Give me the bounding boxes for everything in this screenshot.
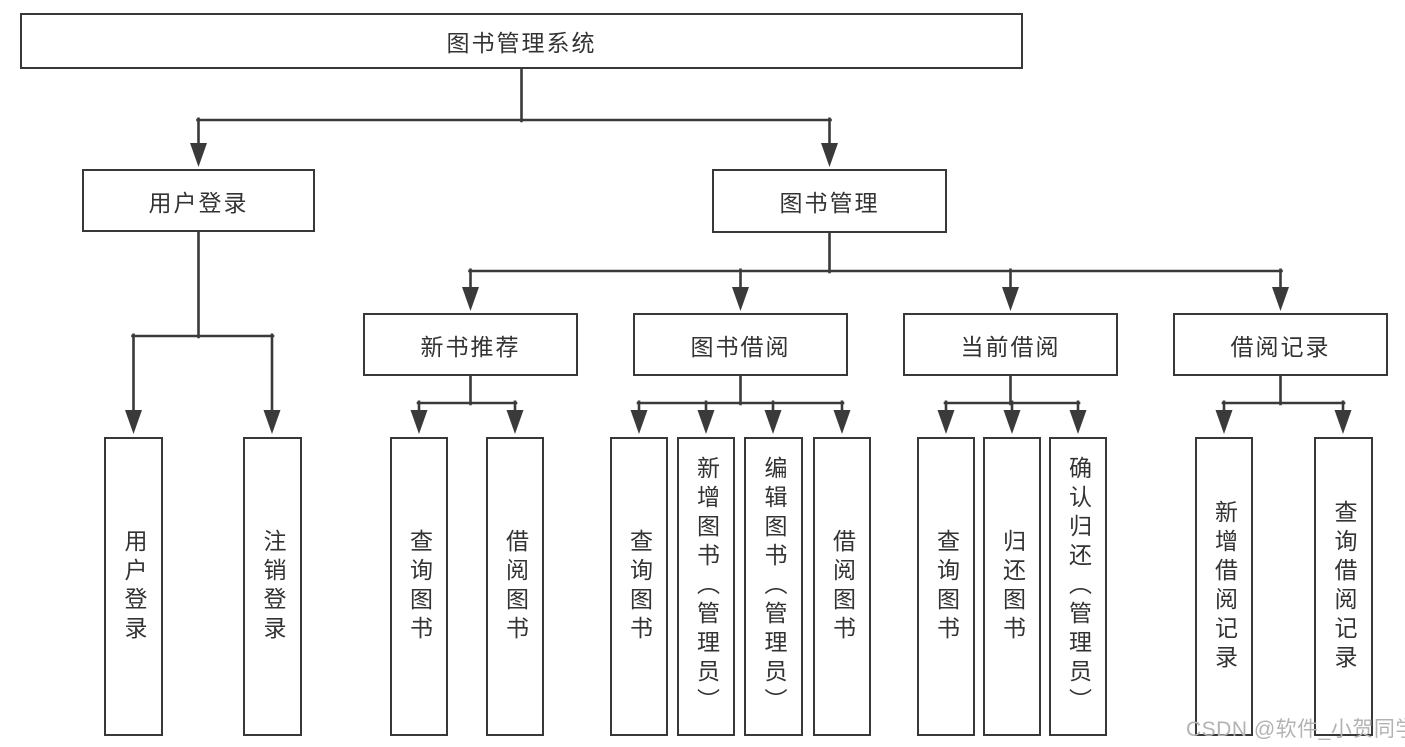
leaf-borrow-books-recommend: 借阅图书	[486, 437, 544, 736]
leaf-return-books: 归还图书	[983, 437, 1041, 736]
connector-root-to-level2	[190, 67, 838, 167]
node-new-book-recommend: 新书推荐	[363, 313, 578, 376]
node-label: 借阅图书	[502, 528, 529, 645]
connector-user-login-to-leaves	[125, 230, 281, 434]
connector-level3-to-leaves	[410, 374, 1352, 434]
node-label: 图书管理	[779, 190, 880, 216]
node-book-management: 图书管理	[712, 169, 947, 233]
node-label: 当前借阅	[960, 333, 1061, 360]
node-label: 借阅图书	[829, 528, 856, 645]
leaf-query-books-current: 查询图书	[917, 437, 975, 736]
node-label: 新增图书（管理员）	[693, 456, 720, 717]
leaf-add-books-admin: 新增图书（管理员）	[677, 437, 735, 736]
node-label: 查询图书	[626, 528, 653, 645]
leaf-query-books-borrowing: 查询图书	[610, 437, 668, 736]
node-label: 图书借阅	[690, 333, 791, 360]
node-user-login: 用户登录	[82, 169, 315, 232]
leaf-edit-books-admin: 编辑图书（管理员）	[744, 437, 803, 736]
node-label: 借阅记录	[1230, 333, 1331, 360]
node-label: 归还图书	[999, 528, 1026, 645]
node-label: 确认归还（管理员）	[1065, 456, 1092, 717]
leaf-confirm-return-admin: 确认归还（管理员）	[1049, 437, 1107, 736]
node-label: 用户登录	[148, 189, 249, 216]
leaf-add-borrow-record: 新增借阅记录	[1195, 437, 1253, 736]
node-label: 新书推荐	[420, 333, 521, 360]
node-label: 图书管理系统	[446, 30, 597, 56]
node-label: 用户登录	[121, 528, 147, 645]
node-label: 查询借阅记录	[1331, 499, 1357, 674]
node-label: 查询图书	[933, 528, 960, 645]
leaf-user-login: 用户登录	[104, 437, 163, 736]
node-label: 新增借阅记录	[1211, 499, 1238, 674]
node-label: 查询图书	[406, 528, 433, 645]
csdn-watermark: CSDN @软件_小贺同学	[1186, 718, 1405, 741]
leaf-query-borrow-record: 查询借阅记录	[1314, 437, 1373, 736]
connector-book-management-to-level3	[462, 231, 1289, 311]
leaf-query-books-recommend: 查询图书	[390, 437, 448, 736]
leaf-borrow-books-borrowing: 借阅图书	[813, 437, 871, 736]
node-book-borrowing: 图书借阅	[633, 313, 848, 376]
node-library-system: 图书管理系统	[20, 13, 1023, 69]
node-label: 注销登录	[260, 528, 286, 645]
leaf-logout: 注销登录	[243, 437, 302, 736]
node-label: 编辑图书（管理员）	[761, 456, 787, 717]
node-borrowing-records: 借阅记录	[1173, 313, 1388, 376]
node-current-borrowing: 当前借阅	[903, 313, 1118, 376]
